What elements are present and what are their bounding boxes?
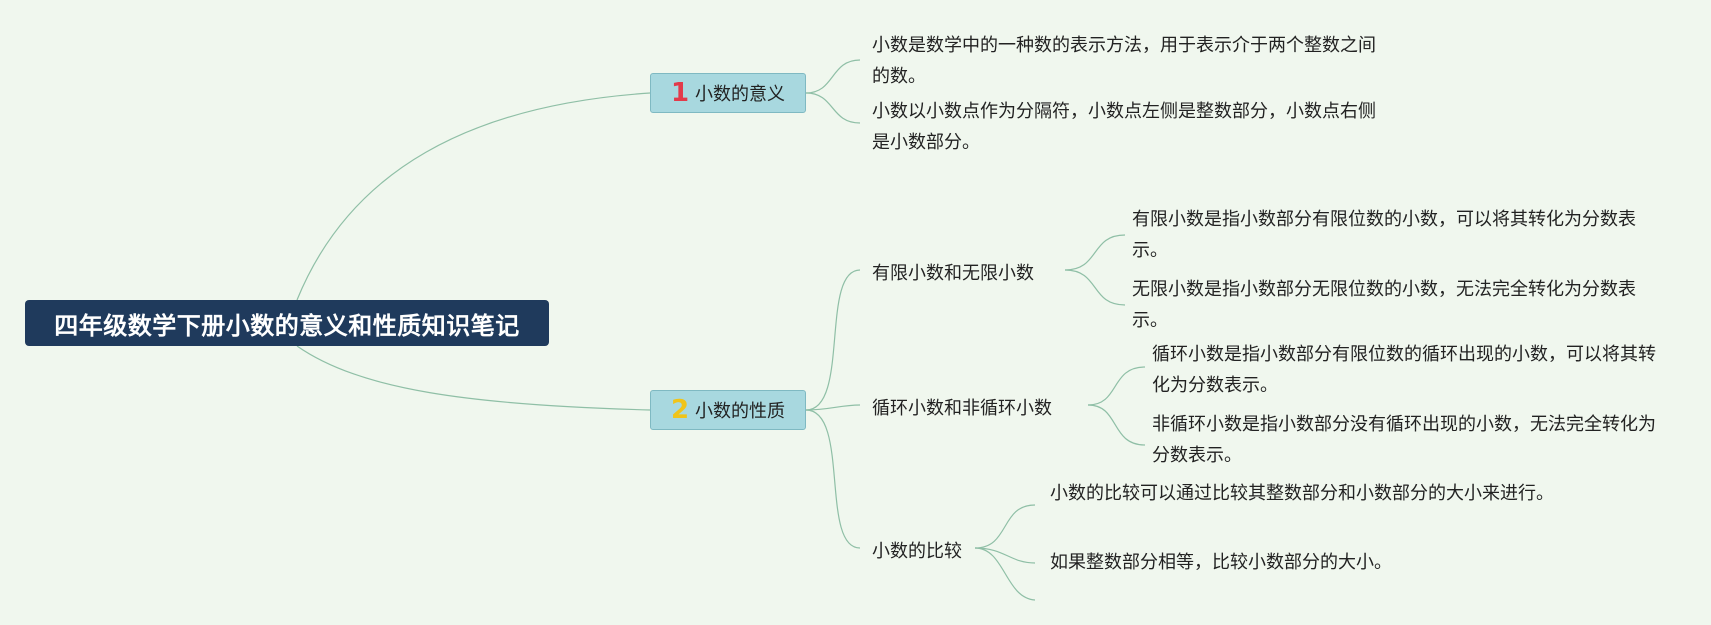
connector-topic1-note1 — [805, 59, 861, 94]
note-meaning-1: 小数是数学中的一种数的表示方法，用于表示介于两个整数之间的数。 — [872, 35, 1376, 87]
note-finite: 有限小数是指小数部分有限位数的小数，可以将其转化为分数表示。 — [1132, 209, 1636, 261]
connector-sub1-note2 — [1064, 269, 1126, 306]
connector-topic2-sub2 — [805, 404, 861, 411]
note-infinite: 无限小数是指小数部分无限位数的小数，无法完全转化为分数表示。 — [1132, 279, 1636, 331]
connector-root-topic2 — [296, 345, 651, 411]
connector-sub1-note1 — [1064, 234, 1126, 271]
connector-sub3-note1 — [974, 504, 1036, 549]
topic-label: 小数的意义 — [695, 84, 786, 105]
root-title[interactable]: 四年级数学下册小数的意义和性质知识笔记 — [25, 300, 549, 346]
topic-meaning[interactable]: 1 小数的意义 — [650, 73, 806, 113]
connector-topic1-note2 — [805, 92, 861, 124]
connector-topic2-sub3 — [805, 409, 861, 549]
note-repeating: 循环小数是指小数部分有限位数的循环出现的小数，可以将其转化为分数表示。 — [1152, 344, 1656, 396]
subtopic-repeating[interactable]: 循环小数和非循环小数 — [872, 398, 1052, 419]
connector-sub2-note1 — [1087, 366, 1146, 406]
note-comparison-1: 小数的比较可以通过比较其整数部分和小数部分的大小来进行。 — [1050, 483, 1554, 504]
connector-root-topic1 — [296, 92, 651, 301]
number-badge-2: 2 — [670, 395, 690, 425]
connector-sub2-note2 — [1087, 404, 1146, 446]
subtopic-finite-infinite[interactable]: 有限小数和无限小数 — [872, 263, 1034, 284]
topic-label: 小数的性质 — [695, 401, 786, 422]
connector-topic2-sub1 — [805, 269, 861, 411]
topic-properties[interactable]: 2 小数的性质 — [650, 390, 806, 430]
connector-sub3-note2 — [974, 547, 1036, 564]
subtopic-comparison[interactable]: 小数的比较 — [872, 541, 962, 562]
number-badge-1: 1 — [670, 78, 690, 108]
note-comparison-2: 如果整数部分相等，比较小数部分的大小。 — [1050, 552, 1392, 573]
note-non-repeating: 非循环小数是指小数部分没有循环出现的小数，无法完全转化为分数表示。 — [1152, 414, 1656, 466]
connector-sub3-tail — [974, 547, 1036, 601]
note-meaning-2: 小数以小数点作为分隔符，小数点左侧是整数部分，小数点右侧是小数部分。 — [872, 101, 1376, 153]
